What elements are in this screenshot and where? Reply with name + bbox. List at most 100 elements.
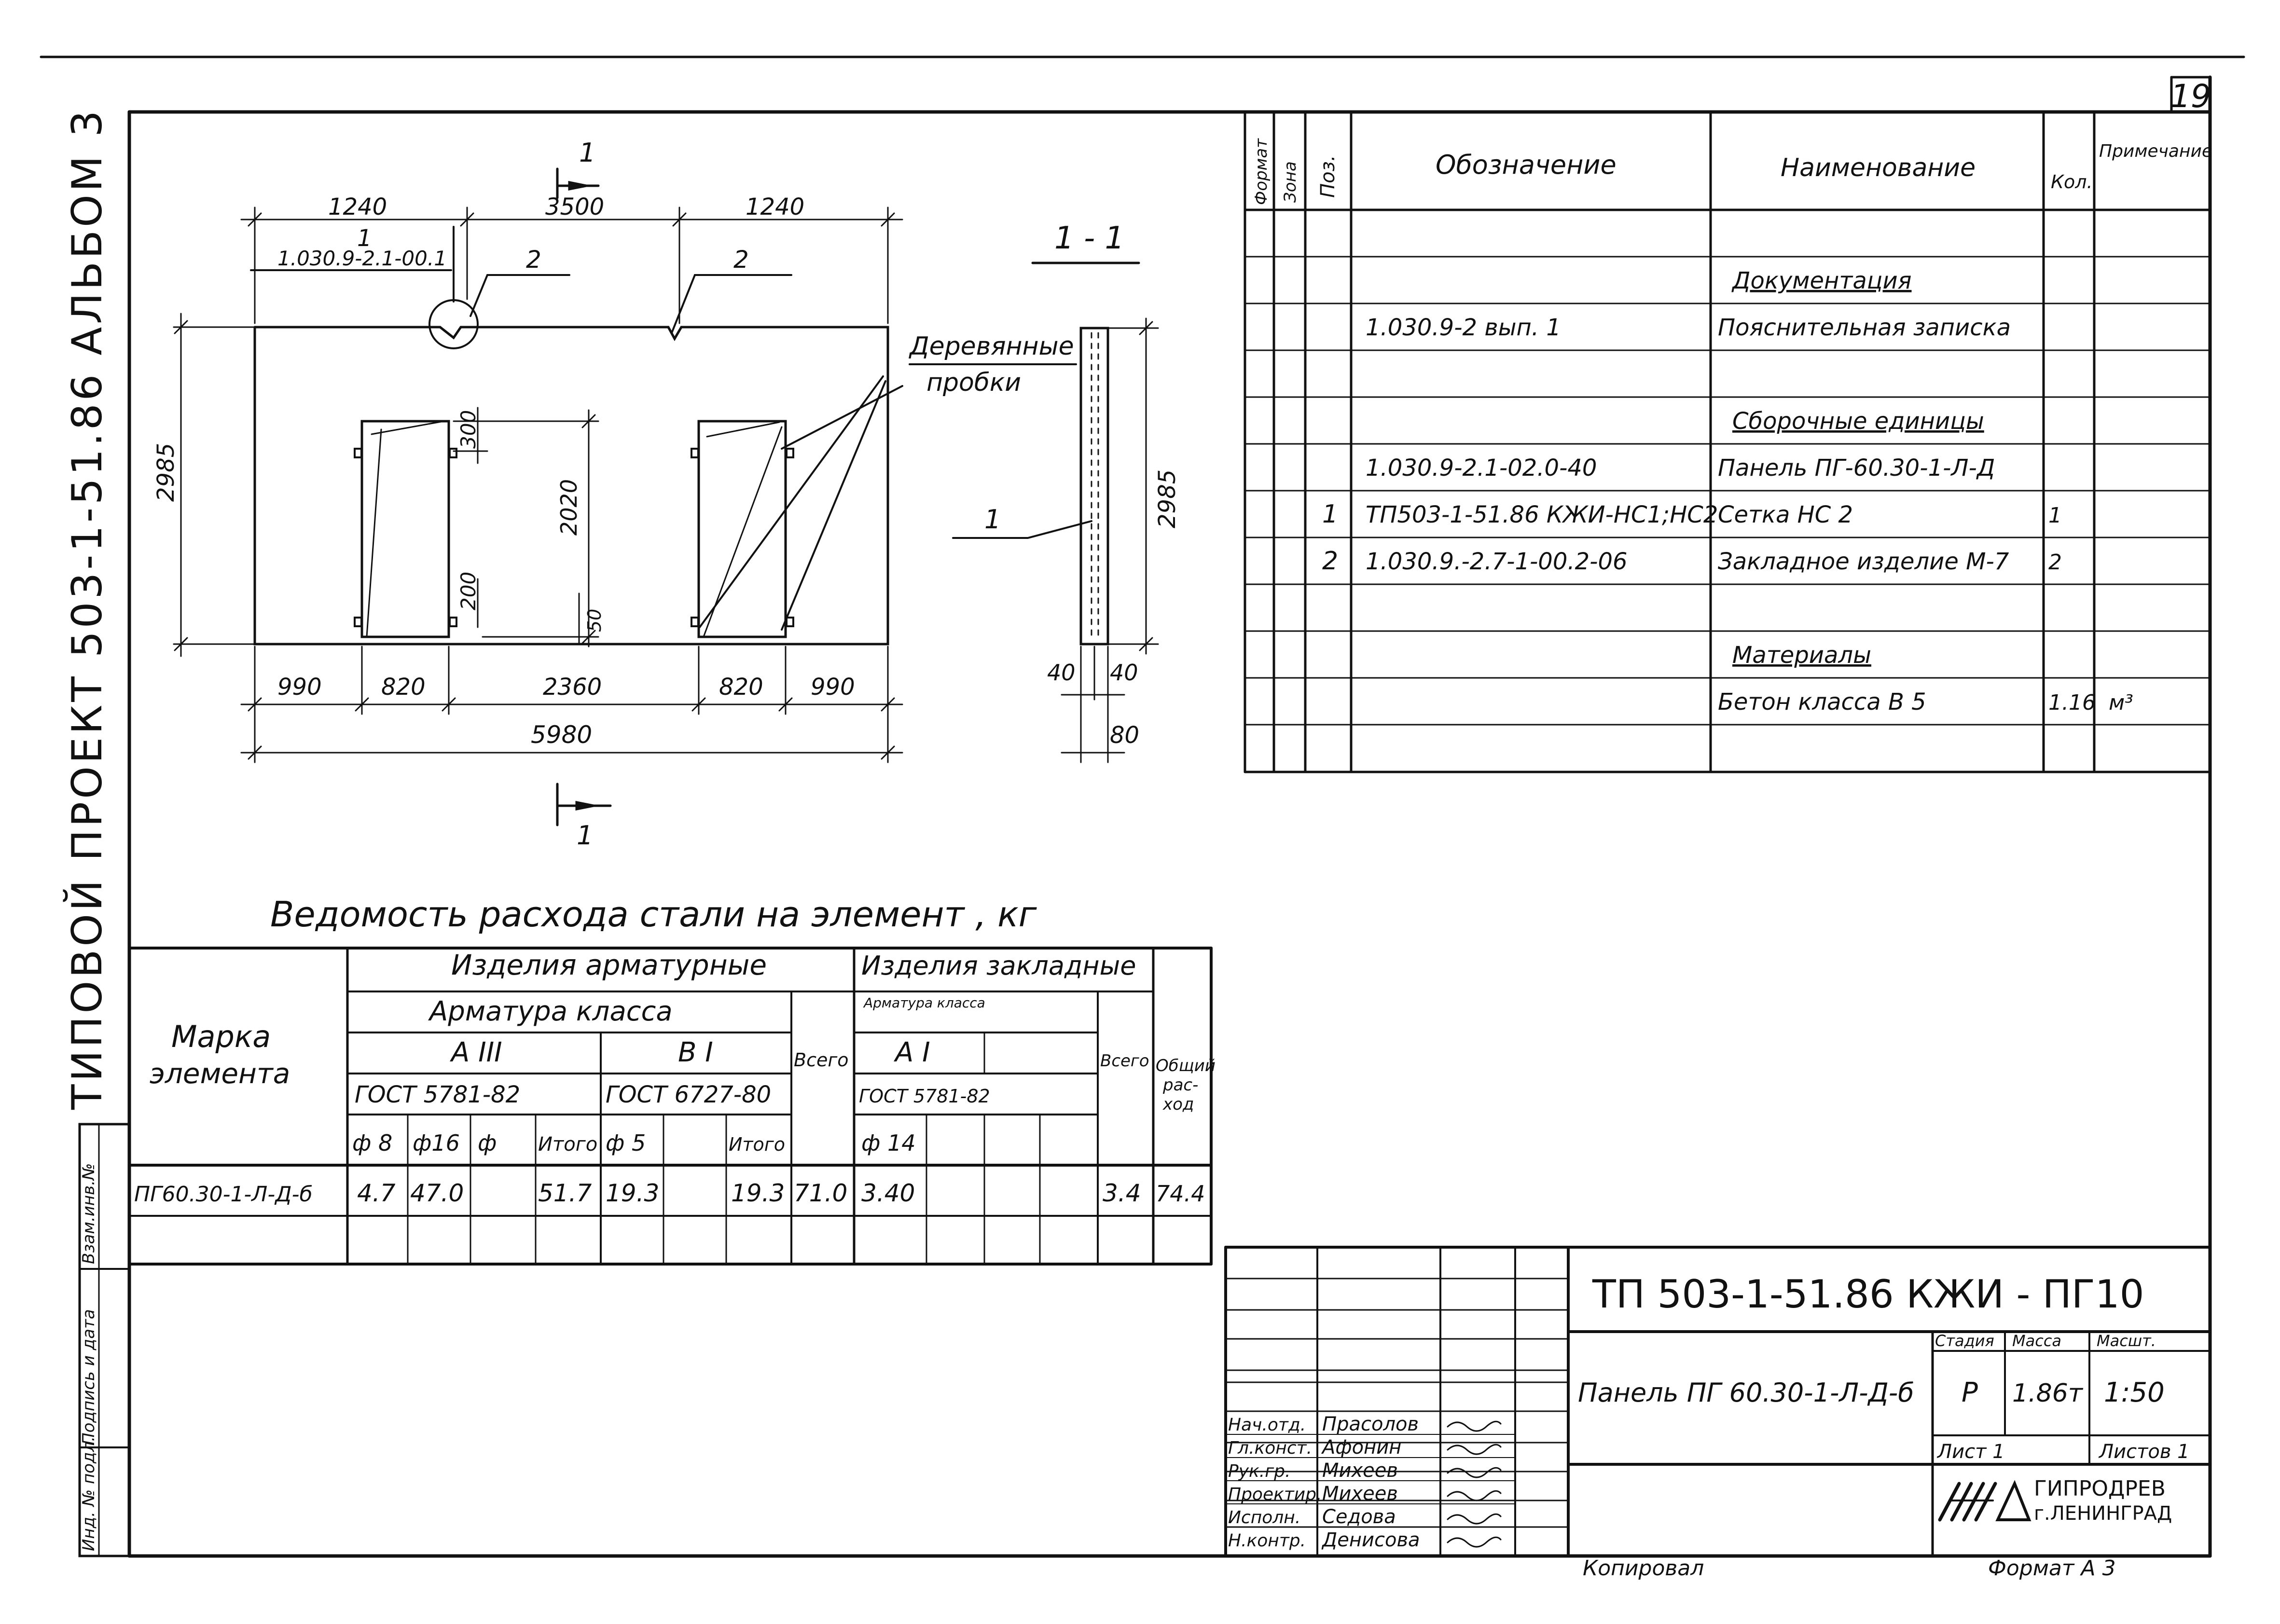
- steel-header-a1: А I: [894, 1037, 930, 1068]
- dim-50: 50: [584, 609, 605, 632]
- steel-header-overall-1: Общий: [1156, 1056, 1216, 1075]
- spec-header-qty: Кол.: [2051, 171, 2093, 193]
- dim-bottom-990-left: 990: [277, 674, 322, 701]
- person-name: Седова: [1322, 1506, 1396, 1528]
- spec-header-zone: Зона: [1281, 161, 1300, 203]
- title-block-scale-label: Масшт.: [2097, 1332, 2156, 1350]
- title-block-mass-label: Масса: [2012, 1332, 2061, 1350]
- spec-header-note: Примечание: [2099, 141, 2212, 161]
- steel-row-subtotal2: 19.3: [731, 1179, 785, 1207]
- spec-row-pos: 2: [1322, 547, 1338, 576]
- dim-300: 300: [456, 410, 480, 449]
- person-name: Михеев: [1322, 1483, 1398, 1505]
- dim-opening-2020: 2020: [556, 479, 582, 536]
- person-role: Исполн.: [1228, 1508, 1300, 1528]
- spec-row-note: м³: [2109, 690, 2133, 715]
- leader-pos-2b: 2: [733, 246, 749, 274]
- dim-bottom-990-right: 990: [811, 674, 855, 701]
- person-name: Денисова: [1321, 1529, 1420, 1551]
- copied-label: Копировал: [1583, 1556, 1704, 1581]
- steel-header-overall-2: рас-: [1162, 1075, 1198, 1095]
- title-block-name: Панель ПГ 60.30-1-Л-Д-б: [1578, 1377, 1914, 1408]
- signature-scribble: [1447, 1536, 1502, 1548]
- steel-row-d16: 47.0: [410, 1179, 464, 1207]
- dim-left-height: [173, 313, 256, 657]
- stamp-signature: Подпись и дата: [79, 1309, 98, 1445]
- dim-top-chain: [240, 206, 903, 324]
- steel-header-total2: Всего: [1100, 1051, 1149, 1071]
- leader-pos-1: 1: [357, 225, 372, 252]
- title-block-mass: 1.86т: [2012, 1379, 2084, 1408]
- format-label: Формат А 3: [1988, 1556, 2116, 1581]
- spec-row-name: Панель ПГ-60.30-1-Л-Д: [1718, 454, 1995, 482]
- drawing-frame: [127, 75, 2212, 1558]
- title-block-stage-label: Стадия: [1935, 1332, 1994, 1350]
- person-role: Н.контр.: [1228, 1531, 1306, 1551]
- spec-row-pos: 1: [1322, 500, 1338, 529]
- spec-row-designation: 1.030.9-2 вып. 1: [1366, 314, 1561, 341]
- title-block-sheets: Листов 1: [2098, 1441, 2190, 1463]
- steel-row-mark: ПГ60.30-1-Л-Д-б: [134, 1182, 313, 1207]
- stamp-replace-inv: Взам.инв.№: [79, 1163, 98, 1264]
- spec-row-designation: ТП503-1-51.86 КЖИ-НС1;НС2: [1366, 501, 1718, 528]
- wood-plugs-label-1: Деревянные: [909, 332, 1074, 361]
- steel-row-subtotal1: 51.7: [538, 1179, 592, 1207]
- spec-rows: Документация 1.030.9-2 вып. 1 Пояснительна…: [1322, 267, 2133, 716]
- steel-header-subtotal2: Итого: [729, 1134, 785, 1155]
- side-stamp: Инд. № подл. Подпись и дата Взам.инв.№: [78, 1123, 131, 1557]
- section-mark-top: [556, 167, 600, 199]
- spec-row-name: Пояснительная записка: [1718, 314, 2011, 341]
- person-name: Афонин: [1321, 1436, 1401, 1459]
- steel-header-mark-1: Марка: [171, 1019, 271, 1054]
- section-w-total: 80: [1110, 722, 1139, 749]
- steel-header-a3: А III: [450, 1037, 502, 1068]
- panel-elevation: [253, 299, 889, 646]
- section-w-right: 40: [1110, 660, 1138, 686]
- person-role: Гл.конст.: [1228, 1438, 1312, 1458]
- section-view: [952, 317, 1159, 763]
- signature-scribble: [1447, 1444, 1502, 1455]
- spec-section-heading: Материалы: [1732, 642, 1871, 669]
- person-role: Проектир.: [1228, 1485, 1322, 1504]
- spec-section-heading: Сборочные единицы: [1732, 408, 1984, 435]
- spec-row-qty: 2: [2048, 550, 2062, 575]
- spec-header-designation: Обозначение: [1436, 150, 1617, 180]
- person-name: Прасолов: [1322, 1413, 1419, 1435]
- elevation-leaders: [453, 226, 1077, 631]
- steel-header-b1: В I: [678, 1037, 713, 1068]
- dim-total-5980: 5980: [531, 721, 592, 749]
- steel-header-armature-class: Арматура класса: [428, 996, 673, 1027]
- dim-top-3500: 3500: [545, 193, 604, 220]
- signature-scribble: [1447, 1467, 1502, 1478]
- dim-bottom-820-left: 820: [381, 674, 426, 701]
- section-title: 1 - 1: [1054, 220, 1124, 256]
- spec-row-designation: 1.030.9.-2.7-1-00.2-06: [1366, 548, 1628, 575]
- section-mark-bottom-label: 1: [577, 820, 593, 851]
- company-logo: [1938, 1480, 2031, 1522]
- steel-header-gost1: ГОСТ 5781-82: [355, 1081, 520, 1108]
- section-pos-1: 1: [984, 504, 1001, 535]
- leader-ref-1: 1.030.9-2.1-00.1: [277, 247, 447, 270]
- steel-header-armature-class-small: Арматура класса: [863, 995, 985, 1011]
- steel-header-embedded: Изделия закладные: [861, 950, 1136, 981]
- spec-row-name: Сетка НС 2: [1718, 501, 1853, 528]
- signature-scribble: [1447, 1513, 1502, 1525]
- section-w-left: 40: [1047, 660, 1076, 686]
- dim-bottom-2360: 2360: [543, 674, 602, 701]
- spec-row-name: Закладное изделие М-7: [1718, 548, 2009, 575]
- spec-header-pos: Поз.: [1317, 155, 1339, 198]
- steel-table-title: Ведомость расхода стали на элемент , кг: [270, 894, 1037, 935]
- steel-row-d5: 19.3: [606, 1179, 659, 1207]
- project-title-vertical: ТИПОВОЙ ПРОЕКТ 503-1-51.86 АЛЬБОМ 3: [63, 108, 111, 1110]
- spec-section-heading: Документация: [1731, 267, 1912, 294]
- company-name: ГИПРОДРЕВ: [2034, 1476, 2166, 1501]
- dim-bottom-820-right: 820: [719, 674, 763, 701]
- steel-header-total1: Всего: [794, 1049, 849, 1071]
- steel-row-total2: 3.4: [1103, 1179, 1141, 1207]
- title-block-scale: 1:50: [2104, 1377, 2165, 1408]
- dim-top-1240-left: 1240: [328, 193, 387, 220]
- steel-table-grid: [128, 947, 1213, 1266]
- sheet-number: 19: [2170, 78, 2211, 115]
- spec-row-qty: 1.16: [2048, 690, 2096, 715]
